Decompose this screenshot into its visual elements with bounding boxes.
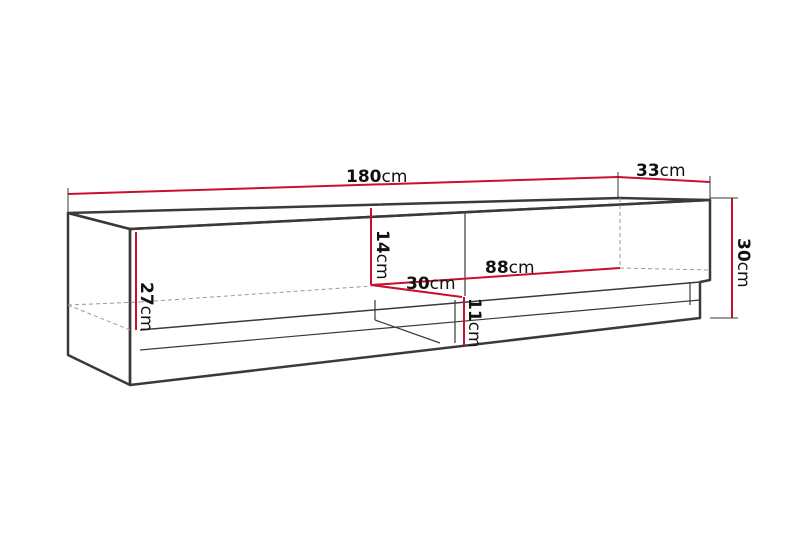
shelf-front-edge <box>139 281 701 331</box>
hidden-line <box>139 285 373 303</box>
hidden-lines <box>67 198 711 331</box>
shelf-left-inner <box>374 319 441 344</box>
label-compartment-height: 14cm <box>372 230 392 280</box>
label-width: 180cm <box>346 167 407 187</box>
label-depth: 33cm <box>636 161 686 181</box>
label-compartment-depth: 30cm <box>406 274 456 294</box>
cabinet-outline <box>66 196 712 387</box>
hidden-line <box>67 301 141 306</box>
hidden-line <box>619 267 711 271</box>
dim-line-compartment-width <box>370 267 621 286</box>
label-compartment-width: 88cm <box>485 258 535 278</box>
hidden-line <box>67 304 131 331</box>
cabinet-left-side <box>66 211 132 387</box>
label-inner-height: 27cm <box>136 282 156 332</box>
dimension-lines <box>67 176 733 345</box>
shelf-lower-edge <box>139 299 701 351</box>
dim-line-depth <box>617 176 711 183</box>
label-shelf-height: 11cm <box>464 298 484 348</box>
extension-lines <box>67 172 738 319</box>
dim-line-compartment-depth <box>370 284 463 298</box>
label-height: 30cm <box>733 238 753 288</box>
cabinet-top <box>66 196 712 231</box>
dim-line-width <box>67 176 619 195</box>
